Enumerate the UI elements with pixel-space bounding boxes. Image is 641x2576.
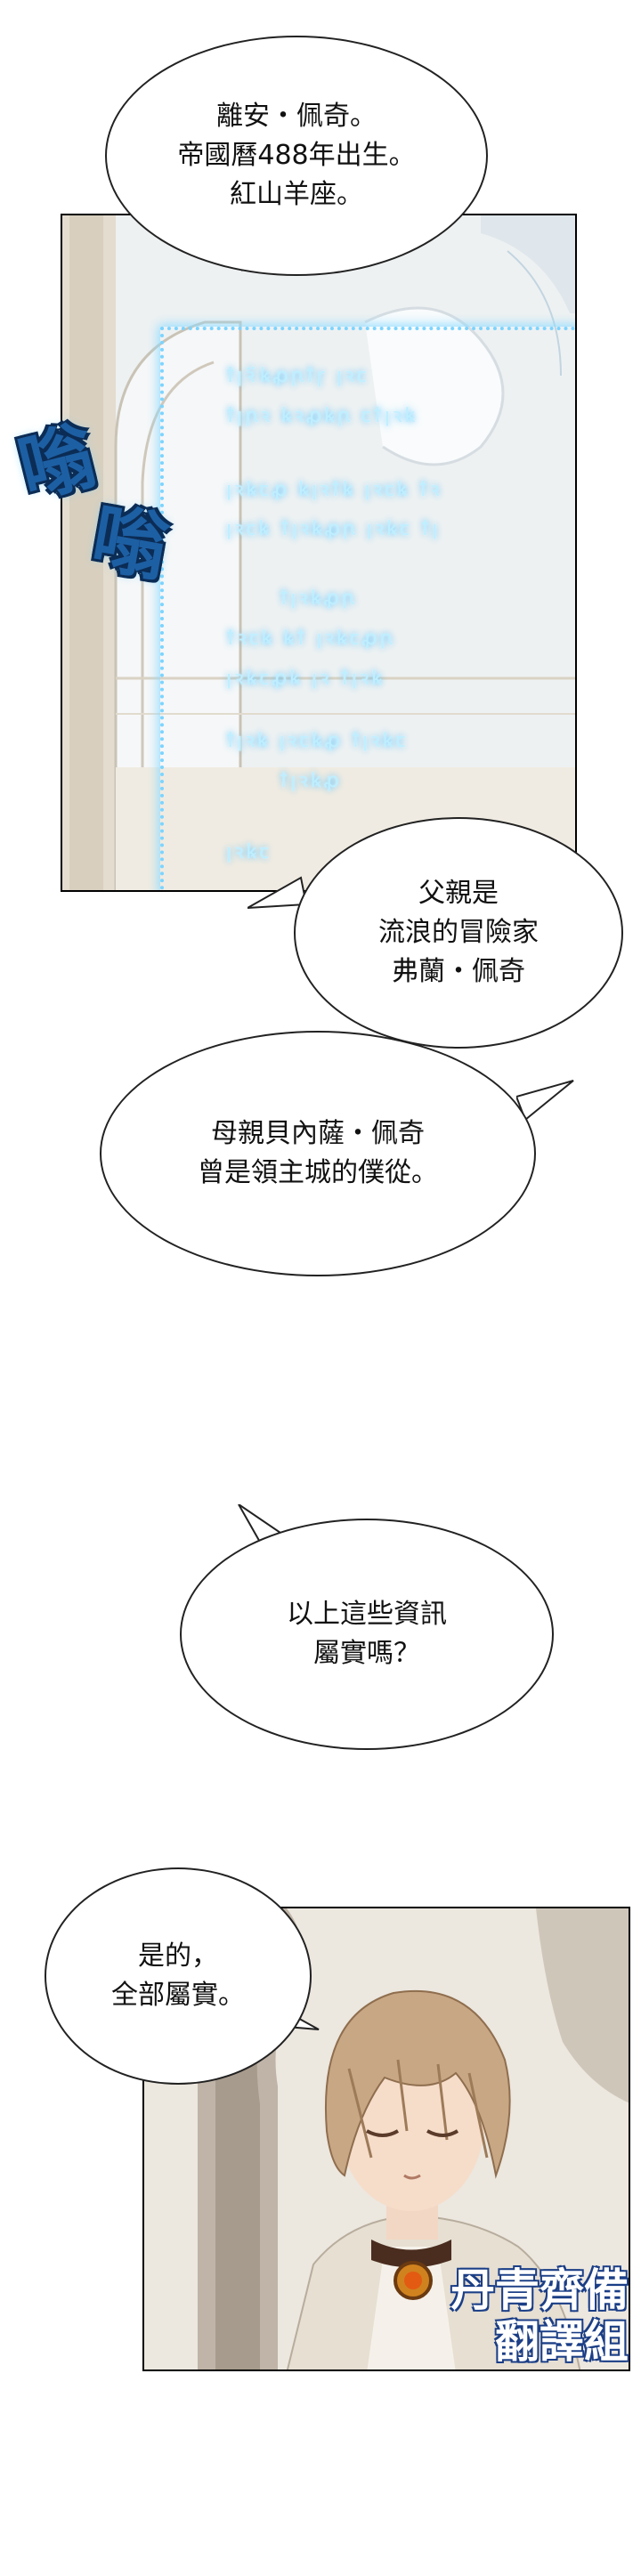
bubble-text-line: 父親是 xyxy=(418,878,499,909)
rune-text-line: ꞁꝛꝃꞇꝓ ꝃꞁꝛꝉꝃ ꞁꝛꞇꝃ ꝉꝛ xyxy=(226,479,442,501)
sfx-hum-2: 嗡 xyxy=(85,493,174,593)
bubble-text-line: 離安・佩奇。 xyxy=(216,101,377,132)
rune-text-line: ꞁꝛꞇꝃ ꝉꞁꝛꝃꝓꞃ ꞁꝛꝃꞇ ꝉꞁ xyxy=(226,518,441,540)
bubble-text-line: 帝國曆488年出生。 xyxy=(177,140,416,171)
rune-text-line: ꝉꞁꝛ፟ꝃꝓꞃꝉꞅ ꞁꝛꞇ xyxy=(226,365,369,387)
speech-bubble-answer: 是的， 全部屬實。 xyxy=(45,1867,312,2085)
rune-text-line: ꞁꝛꝃꞇ xyxy=(226,841,272,863)
bubble-text-line: 屬實嗎？ xyxy=(313,1638,420,1669)
bubble-text-line: 流浪的冒險家 xyxy=(378,917,539,948)
rune-text-line: ꝉꞁꝛꝃꝓꞃ xyxy=(280,587,357,610)
bubble-text-line: 弗蘭・佩奇 xyxy=(392,956,525,987)
bubble-text-line: 母親貝內薩・佩奇 xyxy=(211,1118,425,1149)
magic-status-window: ꝉꞁꝛ፟ꝃꝓꞃꝉꞅ ꞁꝛꞇ ꝉꞁꞃꝛ ꝃꝛꝓꝃꞃ ꞇꝉꞁꝛꝃ ꞁꝛꝃꞇꝓ ꝃꞁꝛ… xyxy=(160,327,575,890)
bubble-text-line: 全部屬實。 xyxy=(111,1980,245,2011)
bubble-text-line: 曾是領主城的僕從。 xyxy=(198,1157,438,1188)
speech-bubble-question: 以上這些資訊 屬實嗎？ xyxy=(180,1519,554,1750)
panel-magic-screen: ꝉꞁꝛ፟ꝃꝓꞃꝉꞅ ꞁꝛꞇ ꝉꞁꞃꝛ ꝃꝛꝓꝃꞃ ꞇꝉꞁꝛꝃ ꞁꝛꝃꞇꝓ ꝃꞁꝛ… xyxy=(61,214,577,892)
bubble-text-line: 以上這些資訊 xyxy=(287,1599,447,1630)
speech-bubble-intro: 離安・佩奇。 帝國曆488年出生。 紅山羊座。 xyxy=(105,36,488,276)
rune-text-line: ꝉꞁꝛꝃꝓ xyxy=(280,770,342,792)
rune-text-line: ꝉꞁꞃꝛ ꝃꝛꝓꝃꞃ ꞇꝉꞁꝛꝃ xyxy=(226,405,418,427)
watermark-line-2: 翻譯組 xyxy=(495,2315,629,2368)
translation-group-watermark: 丹青齊備 翻譯組 xyxy=(361,2264,629,2368)
speech-bubble-mother: 母親貝內薩・佩奇 曾是領主城的僕從。 xyxy=(100,1031,536,1276)
bubble-text-line: 是的， xyxy=(138,1940,218,1972)
speech-bubble-father: 父親是 流浪的冒險家 弗蘭・佩奇 xyxy=(294,817,623,1049)
rune-text-line: ꞁꝛꝃꞇꝓꝃ ꞁꝛ ꝉꞁꝛꝃ xyxy=(226,668,385,690)
bubble-text-line: 紅山羊座。 xyxy=(230,179,363,210)
rune-text-line: ꝉꞁꝛꝃ ꞁꝛꞇꝃꝓ ꝉꞁꝛꝃꞇ xyxy=(226,730,409,752)
rune-text-line: ꝉꝛꞇꝃ ꝃꝉ ꞁꝛꝃꞇꝓꞃ xyxy=(226,628,395,650)
watermark-line-1: 丹青齊備 xyxy=(450,2264,629,2316)
